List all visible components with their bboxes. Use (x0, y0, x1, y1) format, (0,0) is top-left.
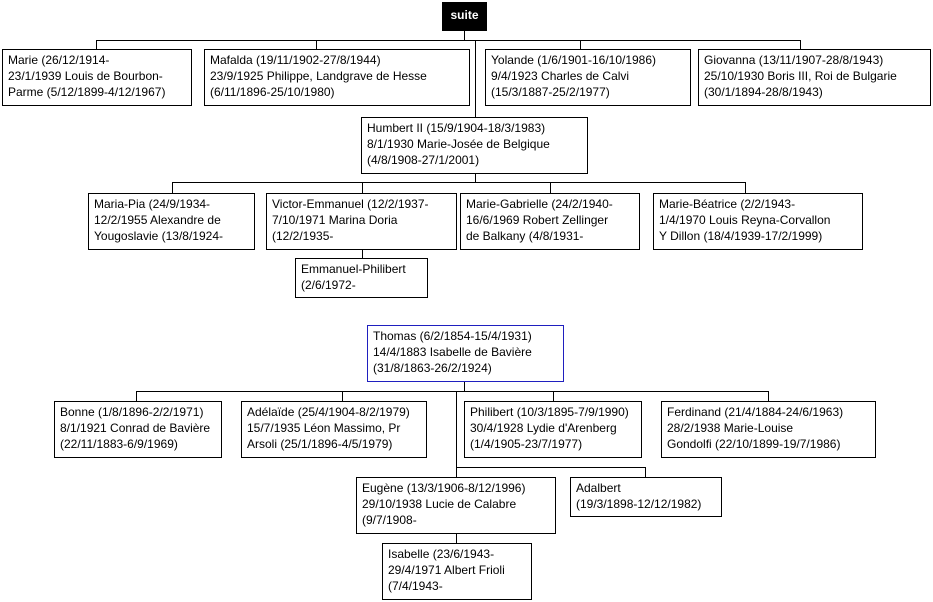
person-line: Eugène (13/3/1906-8/12/1996) (362, 481, 526, 495)
person-line: Adalbert (576, 481, 621, 495)
person-line: Humbert II (15/9/1904-18/3/1983) (367, 121, 546, 135)
person-isabelle[interactable]: Isabelle (23/6/1943- 29/4/1971 Albert Fr… (382, 543, 532, 600)
person-giovanna[interactable]: Giovanna (13/11/1907-28/8/1943) 25/10/19… (698, 49, 931, 106)
person-adalbert[interactable]: Adalbert (19/3/1898-12/12/1982) (570, 477, 722, 517)
person-marie-gabrielle[interactable]: Marie-Gabrielle (24/2/1940- 16/6/1969 Ro… (460, 193, 640, 250)
person-line: 12/2/1955 Alexandre de (94, 213, 221, 227)
person-line: 23/9/1925 Philippe, Landgrave de Hesse (210, 69, 427, 83)
person-line: Arsoli (25/1/1896-4/5/1979) (247, 437, 393, 451)
person-line: Emmanuel-Philibert (301, 262, 406, 276)
person-line: Marie-Gabrielle (24/2/1940- (466, 197, 613, 211)
person-line: 28/2/1938 Marie-Louise (667, 421, 794, 435)
person-ferdinand[interactable]: Ferdinand (21/4/1884-24/6/1963) 28/2/193… (661, 401, 876, 458)
person-line: 7/10/1971 Marina Doria (272, 213, 398, 227)
person-line: Victor-Emmanuel (12/2/1937- (272, 197, 429, 211)
person-line: 1/4/1970 Louis Reyna-Corvallon (659, 213, 831, 227)
person-line: 25/10/1930 Boris III, Roi de Bulgarie (704, 69, 897, 83)
person-line: 9/4/1923 Charles de Calvi (491, 69, 630, 83)
person-line: 15/7/1935 Léon Massimo, Pr (247, 421, 401, 435)
person-line: 16/6/1969 Robert Zellinger (466, 213, 609, 227)
person-line: Isabelle (23/6/1943- (388, 547, 495, 561)
person-line: Marie (26/12/1914- (8, 53, 110, 67)
person-line: Adélaïde (25/4/1904-8/2/1979) (247, 405, 410, 419)
person-line: Maria-Pia (24/9/1934- (94, 197, 211, 211)
person-line: (22/11/1883-6/9/1969) (60, 437, 178, 451)
person-line: Gondolfi (22/10/1899-19/7/1986) (667, 437, 841, 451)
person-line: Philibert (10/3/1895-7/9/1990) (470, 405, 629, 419)
person-philibert[interactable]: Philibert (10/3/1895-7/9/1990) 30/4/1928… (464, 401, 642, 458)
person-line: 8/1/1921 Conrad de Bavière (60, 421, 211, 435)
person-line: Yolande (1/6/1901-16/10/1986) (491, 53, 657, 67)
person-humbert[interactable]: Humbert II (15/9/1904-18/3/1983) 8/1/193… (361, 117, 588, 174)
person-line: Marie-Béatrice (2/2/1943- (659, 197, 796, 211)
person-line: Thomas (6/2/1854-15/4/1931) (373, 329, 532, 343)
person-line: Bonne (1/8/1896-2/2/1971) (60, 405, 204, 419)
person-line: 14/4/1883 Isabelle de Bavière (373, 345, 532, 359)
person-line: (19/3/1898-12/12/1982) (576, 497, 702, 511)
person-line: Parme (5/12/1899-4/12/1967) (8, 85, 166, 99)
person-line: 8/1/1930 Marie-Josée de Belgique (367, 137, 550, 151)
person-line: de Balkany (4/8/1931- (466, 229, 584, 243)
person-line: 30/4/1928 Lydie d'Arenberg (470, 421, 617, 435)
person-thomas[interactable]: Thomas (6/2/1854-15/4/1931) 14/4/1883 Is… (367, 325, 564, 382)
person-emmanuel-philibert[interactable]: Emmanuel-Philibert (2/6/1972- (295, 258, 428, 298)
person-line: Yougoslavie (13/8/1924- (94, 229, 223, 243)
person-line: 29/10/1938 Lucie de Calabre (362, 497, 517, 511)
person-line: Mafalda (19/11/1902-27/8/1944) (210, 53, 381, 67)
person-line: (9/7/1908- (362, 513, 417, 527)
person-line: (2/6/1972- (301, 278, 356, 292)
person-yolande[interactable]: Yolande (1/6/1901-16/10/1986) 9/4/1923 C… (485, 49, 691, 106)
person-line: Giovanna (13/11/1907-28/8/1943) (704, 53, 884, 67)
person-line: 23/1/1939 Louis de Bourbon- (8, 69, 163, 83)
person-line: (15/3/1887-25/2/1977) (491, 85, 610, 99)
person-maria-pia[interactable]: Maria-Pia (24/9/1934- 12/2/1955 Alexandr… (88, 193, 255, 250)
person-marie[interactable]: Marie (26/12/1914- 23/1/1939 Louis de Bo… (2, 49, 192, 106)
person-mafalda[interactable]: Mafalda (19/11/1902-27/8/1944) 23/9/1925… (204, 49, 470, 106)
person-line: Y Dillon (18/4/1939-17/2/1999) (659, 229, 823, 243)
person-line: Ferdinand (21/4/1884-24/6/1963) (667, 405, 844, 419)
person-line: (30/1/1894-28/8/1943) (704, 85, 823, 99)
suite-button[interactable]: suite (442, 2, 487, 31)
person-line: (12/2/1935- (272, 229, 334, 243)
person-line: 29/4/1971 Albert Frioli (388, 563, 505, 577)
person-eugene[interactable]: Eugène (13/3/1906-8/12/1996) 29/10/1938 … (356, 477, 556, 534)
person-line: (4/8/1908-27/1/2001) (367, 153, 480, 167)
person-marie-beatrice[interactable]: Marie-Béatrice (2/2/1943- 1/4/1970 Louis… (653, 193, 863, 250)
person-victor-emmanuel[interactable]: Victor-Emmanuel (12/2/1937- 7/10/1971 Ma… (266, 193, 457, 250)
person-adelaide[interactable]: Adélaïde (25/4/1904-8/2/1979) 15/7/1935 … (241, 401, 427, 458)
person-line: (6/11/1896-25/10/1980) (210, 85, 335, 99)
person-line: (1/4/1905-23/7/1977) (470, 437, 583, 451)
person-line: (7/4/1943- (388, 579, 443, 593)
person-bonne[interactable]: Bonne (1/8/1896-2/2/1971) 8/1/1921 Conra… (54, 401, 222, 458)
person-line: (31/8/1863-26/2/1924) (373, 361, 492, 375)
